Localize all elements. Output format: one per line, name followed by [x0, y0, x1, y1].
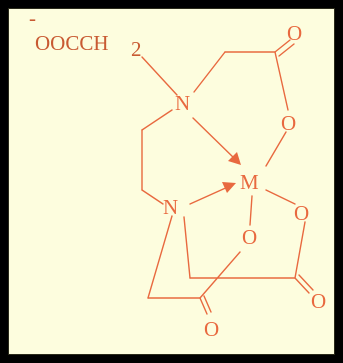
bond-n-top-ch2	[193, 51, 226, 93]
bond-n-bottom-ch2-left	[147, 215, 173, 299]
bond-right-carbonyl-o-right	[294, 221, 306, 279]
oxygen-top-ring-label: O	[281, 111, 296, 135]
bond-bridge-n-bottom	[141, 189, 164, 205]
diagram-frame	[8, 8, 335, 355]
bond-n-top-bridge	[141, 109, 173, 131]
bond-right-carbonyl-o-b	[298, 274, 314, 291]
carboxylate-subscript-label: 2	[131, 37, 142, 61]
nitrogen-bottom-label: N	[163, 195, 178, 219]
oxygen-middle-label: O	[242, 225, 257, 249]
bond-n-bottom-m-arrow	[189, 185, 231, 205]
bond-ch2-n-top	[141, 56, 178, 96]
atom-labels: - OOCCH 2 N N M O O O O O O	[29, 6, 326, 341]
bond-o-middle-m	[249, 195, 253, 226]
bond-carbonyl-o-top-b	[278, 43, 295, 57]
bonds	[141, 39, 314, 315]
bond-bottom-carbonyl-o-b	[203, 295, 212, 313]
bond-m-o-right	[265, 189, 296, 205]
bond-o-ring-m	[265, 131, 287, 167]
bond-n-bottom-ch2-right	[183, 216, 191, 279]
bond-n-top-m-arrow	[192, 117, 237, 161]
charge-label: -	[29, 6, 36, 30]
bond-bottom-carbonyl-o-a	[199, 297, 208, 315]
metal-label: M	[240, 170, 259, 194]
arrowhead-n-top-m	[228, 152, 241, 165]
bond-bottom-carbonyl-o-middle	[199, 251, 241, 299]
bond-carbonyl-o-ring	[274, 51, 289, 111]
bond-right-carbonyl-o-a	[294, 277, 310, 294]
oxygen-bottom-carbonyl-label: O	[204, 317, 219, 341]
bond-carbonyl-o-top-a	[274, 39, 291, 53]
oxygen-right-label: O	[294, 201, 309, 225]
arrowhead-n-bottom-m	[222, 182, 236, 193]
nitrogen-top-label: N	[175, 91, 190, 115]
oxygen-top-carbonyl-label: O	[287, 21, 302, 45]
oxygen-right-carbonyl-label: O	[311, 289, 326, 313]
carboxylate-group-label: OOCCH	[35, 31, 109, 55]
